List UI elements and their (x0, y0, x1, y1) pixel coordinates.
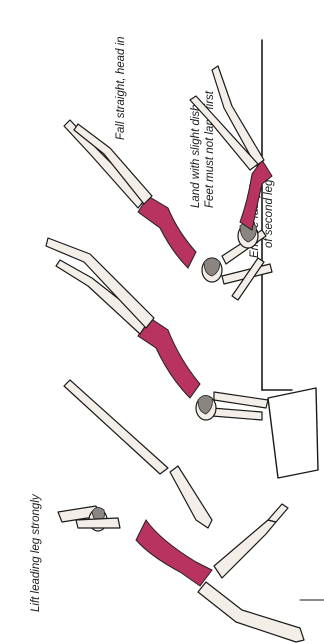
leotard-2 (138, 318, 200, 398)
figure-lift-leading-leg (58, 504, 304, 642)
caption-ensure-join-2: of second leg (263, 179, 275, 248)
leotard-1 (136, 520, 212, 586)
caption-land-1: Land with slight dish. (190, 101, 202, 208)
leotard-3 (138, 196, 196, 268)
vaulting-box (268, 388, 318, 478)
caption-lift-leading-leg: Lift leading leg strongly (30, 493, 42, 612)
caption-fall-straight: Fall straight, head in (115, 36, 127, 140)
